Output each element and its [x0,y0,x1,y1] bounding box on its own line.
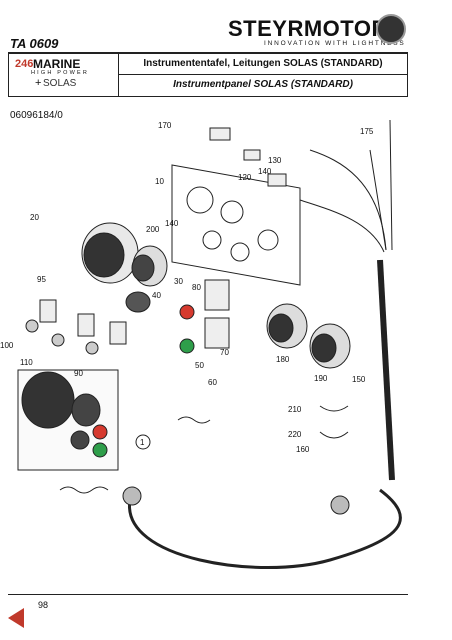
brand-logo: STEYRMOTORS INNOVATION WITH LIGHTNESS [228,14,408,54]
callout-150: 150 [352,375,366,384]
callout-10: 10 [155,177,164,186]
switch-95b [77,313,95,337]
connector-socket [330,495,350,515]
page-marker-icon [8,608,24,628]
assembled-tachometer [21,371,75,429]
harness-wire [389,119,393,251]
harness-wire [309,149,387,251]
callout-160: 160 [296,445,310,454]
callout-130: 130 [268,156,282,165]
callout-50: 50 [195,361,204,370]
harness-wire [299,199,385,253]
callout-95: 95 [37,275,46,284]
footer-rule [8,594,408,595]
assembled-gauge [71,393,101,427]
wiring-harness-160 [128,488,402,569]
callout-100: 100 [0,341,14,350]
title-english: Instrumentpanel SOLAS (STANDARD) [173,79,353,90]
callout-210: 210 [288,405,302,414]
callout-60: 60 [208,378,217,387]
callout-170: 170 [158,121,172,130]
panel-cutout [186,186,214,214]
series-logo: 246 MARINE HIGH POWER + SOLAS [9,54,119,96]
coiled-cable-b [177,416,211,424]
callout-30: 30 [174,277,183,286]
assembled-red-lamp [92,424,108,440]
panel-cutout [230,242,250,262]
title-german: Instrumententafel, Leitungen SOLAS (STAN… [143,58,383,69]
coiled-cable [59,486,109,494]
red-lamp [179,304,195,320]
panel-cutout [202,230,222,250]
callout-circle [135,434,151,450]
callout-110: 110 [20,358,33,367]
title-divider [119,74,407,75]
callout-20: 20 [30,213,39,222]
callout-140a: 140 [258,167,272,176]
title-box: 246 MARINE HIGH POWER + SOLAS Instrument… [8,53,408,97]
document-code: TA 0609 [10,36,59,51]
gasket-40 [125,291,151,313]
callout-220: 220 [288,430,302,439]
knob-90 [85,341,99,355]
connector-plug [122,486,142,506]
switch-80 [204,279,230,311]
header-rule [8,52,408,53]
assembled-knob [70,430,90,450]
clamp-210 [319,405,349,412]
callout-180: 180 [276,355,290,364]
brand-name: STEYRMOTORS [228,16,404,41]
callout-90: 90 [74,369,83,378]
switch-95a [39,299,57,323]
switch-70 [204,317,230,349]
wiring-harness-150 [377,259,395,481]
sender-120 [267,173,287,187]
callout-200: 200 [146,225,160,234]
callout-190: 190 [314,374,328,383]
brand-tagline: INNOVATION WITH LIGHTNESS [264,40,406,47]
panel-cutout [220,200,244,224]
instrument-panel-plate [171,164,301,286]
connector-170 [209,127,231,141]
gauge-190-face [311,333,337,363]
panel-cutout [257,229,279,251]
part-number: 06096184/0 [10,110,63,121]
switch-95c [109,321,127,345]
callout-175: 175 [360,127,374,136]
knob-100 [25,319,39,333]
clamp-220 [319,431,349,439]
callout-40: 40 [152,291,161,300]
series-word: MARINE [33,57,81,71]
callout-120: 120 [238,173,252,182]
green-lamp [179,338,195,354]
callout-80: 80 [192,283,201,292]
connector-130 [243,149,261,161]
callout-70: 70 [220,348,229,357]
page-number: 98 [38,600,49,610]
harness-wire [369,149,387,251]
tachometer-face [83,232,125,278]
assembled-green-lamp [92,442,108,458]
callout-140b: 140 [165,219,179,228]
brand-emblem-icon [376,14,406,44]
series-subtitle: HIGH POWER [31,70,90,76]
exploded-view-diagram: 170 175 130 120 140 10 20 140 200 95 30 … [0,119,402,569]
series-variant: SOLAS [43,78,77,89]
series-plus: + [35,77,42,89]
gauge-30-face [131,254,155,282]
knob-110 [51,333,65,347]
series-number: 246 [15,58,34,70]
gauge-180-face [268,313,294,343]
callout-1: 1 [140,438,145,447]
